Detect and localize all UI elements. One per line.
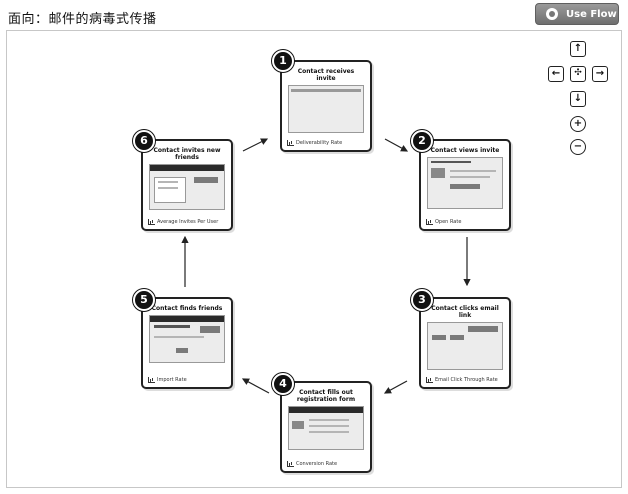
arrow-1-to-2 (384, 138, 409, 152)
step-number-badge: 4 (272, 373, 294, 395)
step-metric: Open Rate (426, 219, 461, 225)
step-screenshot (427, 322, 503, 370)
pan-left-button[interactable]: ← (548, 66, 564, 82)
arrow-6-to-1 (242, 138, 269, 152)
step-metric-label: Conversion Rate (296, 461, 338, 467)
step-metric: Email Click Through Rate (426, 377, 498, 383)
use-flow-icon (546, 8, 558, 20)
step-title: Contact clicks email link (431, 305, 499, 319)
flow-arrows (181, 138, 471, 394)
bar-chart-icon (426, 377, 433, 383)
step-number-badge: 2 (411, 130, 433, 152)
flow-step-4[interactable]: Contact fills out registration form Conv… (280, 381, 372, 473)
step-metric-label: Import Rate (157, 377, 187, 383)
step-screenshot (149, 164, 225, 210)
step-metric: Import Rate (148, 377, 187, 383)
zoom-in-button[interactable]: + (570, 116, 586, 132)
flow-step-3[interactable]: Contact clicks email link Email Click Th… (419, 297, 511, 389)
flow-step-1[interactable]: Contact receives invite Deliverability R… (280, 60, 372, 152)
pan-right-button[interactable]: → (592, 66, 608, 82)
step-title: Contact finds friends (151, 305, 223, 312)
step-metric: Deliverability Rate (287, 140, 342, 146)
bar-chart-icon (148, 377, 155, 383)
page-title: 面向：邮件的病毒式传播 (8, 12, 157, 27)
bar-chart-icon (287, 461, 294, 467)
step-metric: Conversion Rate (287, 461, 337, 467)
step-screenshot (288, 406, 364, 450)
flow-step-5[interactable]: Contact finds friends Import Rate (141, 297, 233, 389)
pan-up-button[interactable]: ↑ (570, 41, 586, 57)
step-screenshot (288, 85, 364, 133)
bar-chart-icon (287, 140, 294, 146)
step-title: Contact receives invite (297, 68, 355, 82)
step-number-badge: 6 (133, 130, 155, 152)
step-number-badge: 5 (133, 289, 155, 311)
pan-down-button[interactable]: ↓ (570, 91, 586, 107)
zoom-out-button[interactable]: − (570, 139, 586, 155)
step-screenshot (427, 157, 503, 209)
step-metric-label: Email Click Through Rate (435, 377, 498, 383)
step-metric-label: Average Invites Per User (157, 219, 219, 225)
use-flow-button[interactable]: Use Flow (535, 3, 619, 25)
step-metric: Average Invites Per User (148, 219, 218, 225)
step-title: Contact views invite (430, 147, 500, 154)
bar-chart-icon (148, 219, 155, 225)
pan-center-button[interactable]: ✣ (570, 66, 586, 82)
flow-step-6[interactable]: Contact invites new friends Average Invi… (141, 139, 233, 231)
arrow-4-to-5 (241, 378, 270, 394)
flow-canvas: Contact receives invite Deliverability R… (6, 30, 622, 488)
step-number-badge: 1 (272, 50, 294, 72)
step-metric-label: Deliverability Rate (296, 140, 343, 146)
arrow-3-to-4 (383, 380, 408, 394)
step-metric-label: Open Rate (435, 219, 462, 225)
use-flow-label: Use Flow (566, 9, 617, 20)
step-screenshot (149, 315, 225, 363)
flow-step-2[interactable]: Contact views invite Open Rate (419, 139, 511, 231)
bar-chart-icon (426, 219, 433, 225)
step-title: Contact fills out registration form (296, 389, 356, 403)
step-title: Contact invites new friends (153, 147, 221, 161)
step-number-badge: 3 (411, 289, 433, 311)
